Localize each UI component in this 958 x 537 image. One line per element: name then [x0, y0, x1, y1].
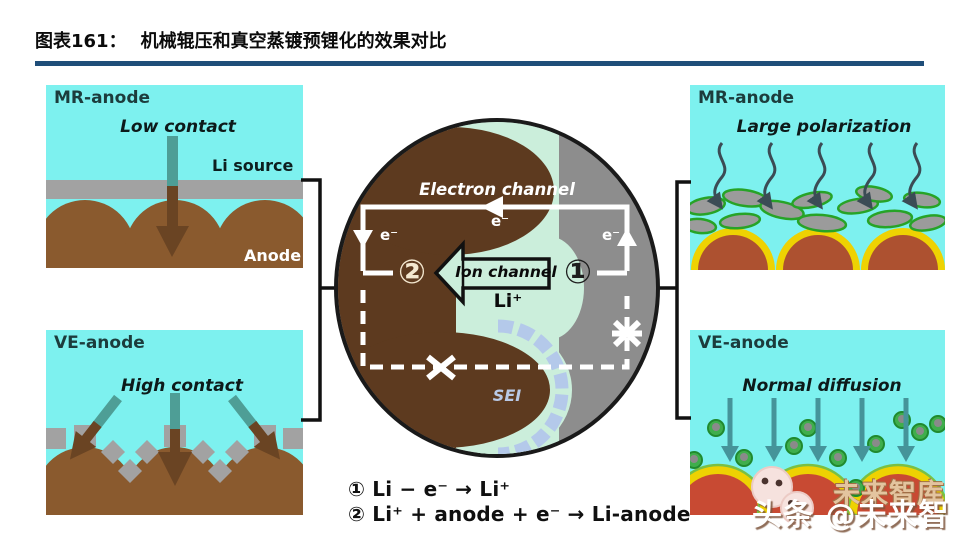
ion-channel-arrow — [433, 239, 551, 307]
figure-number-label: 图表161： — [35, 31, 127, 52]
sei-dashed-arc — [497, 319, 569, 454]
panel-mr-anode-left — [46, 85, 303, 268]
press-arrow-right-diagonal — [228, 394, 281, 460]
right-bracket — [659, 180, 691, 420]
title-underline — [35, 61, 924, 66]
diffusion-arrows — [721, 398, 915, 462]
step2-circled-number: ② — [398, 252, 426, 291]
panel-ve-anode-left — [46, 330, 303, 515]
left-bracket — [301, 178, 338, 422]
annotation-low-contact: Low contact — [120, 117, 236, 137]
equation-2: ② Li⁺ + anode + e⁻ → Li-anode — [348, 502, 691, 526]
press-arrow-center — [158, 393, 192, 486]
electron-symbol-right: e⁻ — [602, 226, 621, 244]
electron-channel-label: Electron channel — [419, 180, 575, 199]
annotation-high-contact: High contact — [121, 376, 243, 396]
equation-1: ① Li − e⁻ → Li⁺ — [348, 477, 511, 501]
coated-anode-particles — [691, 228, 945, 270]
mechanism-circle — [334, 118, 660, 458]
electron-circuit-arrowheads — [353, 196, 637, 248]
li-nuclei-dots — [690, 411, 945, 499]
sei-label: SEI — [492, 386, 522, 405]
step1-circled-number: ① — [564, 252, 592, 291]
li-source-label: Li source — [212, 156, 294, 175]
electron-symbol-left: e⁻ — [380, 226, 399, 244]
watermark-mascot-icon — [751, 466, 814, 525]
annotation-normal-diffusion: Normal diffusion — [742, 376, 902, 396]
watermark-ghost-text: 未来智库 — [833, 479, 945, 510]
press-arrow-left-diagonal — [69, 394, 122, 460]
anode-label: Anode — [244, 246, 302, 265]
blocked-path-x-marks — [426, 319, 642, 381]
li-ion-label: Li⁺ — [493, 290, 523, 312]
conformal-li-coating — [46, 425, 303, 484]
figure-header: 图表161： 机械辊压和真空蒸镀预锂化的效果对比 — [35, 27, 447, 53]
panel-title-mr-right: MR-anode — [698, 88, 795, 108]
panel-mr-anode-right — [690, 85, 945, 270]
watermark-main-text: 头条 @未来智库 — [752, 498, 950, 533]
figure-title: 机械辊压和真空蒸镀预锂化的效果对比 — [140, 31, 447, 52]
ion-channel-label: Ion channel — [455, 263, 557, 281]
polarization-squiggle-arrows — [706, 142, 922, 210]
panel-title-ve-left: VE-anode — [54, 333, 145, 353]
panel-title-mr-left: MR-anode — [54, 88, 151, 108]
electron-symbol-top: e⁻ — [490, 212, 510, 230]
panel-title-ve-right: VE-anode — [698, 333, 789, 353]
press-arrow — [156, 136, 189, 257]
annotation-large-polarization: Large polarization — [736, 117, 912, 137]
